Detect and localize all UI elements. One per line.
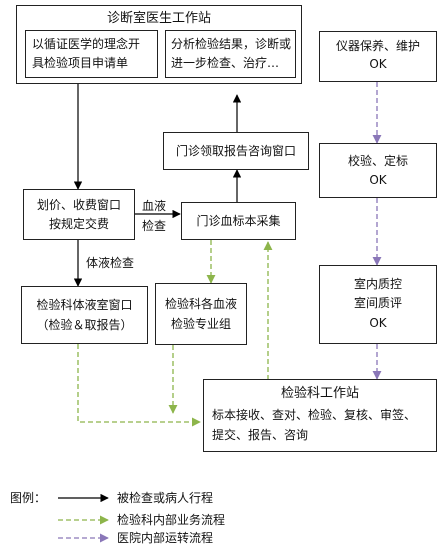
calibration-ok: OK [369, 173, 387, 187]
blood-groups-line-2: 检验专业组 [170, 317, 231, 331]
legend-label-hospital-internal: 医院内部运转流程 [117, 531, 214, 545]
quality-control-ok: OK [369, 316, 387, 330]
fluid-window-line-1: 检验科体液室窗口 [36, 298, 133, 312]
quality-control-box: 室内质控 室间质评 OK [319, 265, 437, 344]
blood-collection-label: 门诊血标本采集 [196, 214, 281, 228]
payment-window-box: 划价、收费窗口 按规定交费 [23, 189, 135, 240]
arrow-fluid-to-lab [77, 344, 201, 427]
lab-workstation-title: 检验科工作站 [280, 386, 359, 401]
edge-label-fluid: 体液检查 [86, 256, 135, 270]
calibration-line-1: 校验、定标 [347, 154, 408, 168]
evidence-request-line-2: 具检验项目申请单 [32, 56, 129, 70]
quality-control-line-2: 室间质评 [353, 296, 402, 310]
instrument-maintenance-ok: OK [369, 57, 387, 71]
analysis-result-box: 分析检验结果，诊断或 进一步检查、治疗… [165, 30, 296, 78]
doctor-workstation-title: 诊断室医生工作站 [106, 11, 211, 26]
blood-collection-box: 门诊血标本采集 [181, 202, 296, 240]
blood-groups-box: 检验科各血液 检验专业组 [155, 283, 247, 345]
evidence-request-line-1: 以循证医学的理念开 [32, 37, 141, 51]
analysis-result-line-2: 进一步检查、治疗… [171, 56, 280, 70]
payment-window-line-1: 划价、收费窗口 [36, 198, 121, 212]
calibration-box: 校验、定标 OK [319, 143, 437, 198]
instrument-maintenance-box: 仪器保养、维护 OK [319, 31, 437, 82]
analysis-result-line-1: 分析检验结果，诊断或 [171, 37, 292, 51]
payment-window-line-2: 按规定交费 [48, 217, 109, 231]
report-window-box: 门诊领取报告咨询窗口 [163, 132, 309, 170]
legend-label-lab-internal: 检验科内部业务流程 [117, 513, 226, 527]
legend-title: 图例： [10, 491, 47, 505]
edge-label-blood-line-2: 检查 [142, 219, 167, 233]
lab-workstation-box: 检验科工作站 标本接收、查对、检验、复核、审签、 提交、报告、咨询 [203, 379, 437, 452]
instrument-maintenance-line-1: 仪器保养、维护 [335, 39, 420, 53]
quality-control-line-1: 室内质控 [353, 277, 402, 291]
legend-label-patient-path: 被检查或病人行程 [117, 491, 214, 505]
fluid-window-box: 检验科体液室窗口 （检验＆取报告） [21, 286, 148, 344]
lab-workstation-line-2: 提交、报告、咨询 [212, 428, 309, 442]
fluid-window-line-2: （检验＆取报告） [36, 318, 133, 332]
blood-groups-line-1: 检验科各血液 [164, 297, 237, 311]
evidence-request-box: 以循证医学的理念开 具检验项目申请单 [25, 30, 158, 78]
lab-workstation-line-1: 标本接收、查对、检验、复核、审签、 [212, 408, 417, 422]
edge-label-blood-line-1: 血液 [142, 199, 167, 213]
report-window-label: 门诊领取报告咨询窗口 [175, 144, 296, 158]
